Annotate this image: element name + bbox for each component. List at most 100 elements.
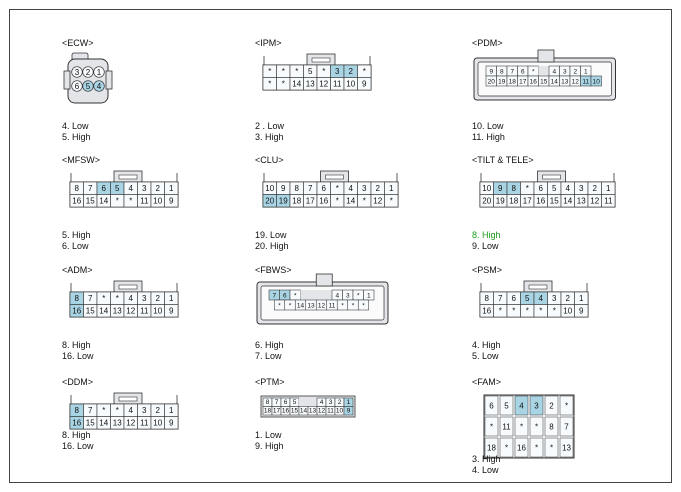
pin-label: 5 — [115, 184, 120, 193]
pin-gap — [321, 290, 332, 300]
pin-label: 3 — [579, 184, 584, 193]
pin-label: 8 — [266, 399, 270, 406]
latch — [537, 49, 555, 63]
pin-label: 10 — [346, 80, 355, 89]
pin-label: 2 — [593, 184, 598, 193]
pin-label: 4 — [129, 294, 134, 303]
pin-label: 3 — [75, 68, 80, 77]
pin-label: 1 — [97, 68, 102, 77]
pin-note: 16. Low — [62, 441, 94, 451]
pin-label: * — [362, 302, 365, 309]
pin-cell — [484, 437, 499, 458]
pin-label: 1 — [579, 294, 584, 303]
pin-label: * — [526, 307, 529, 316]
pin-label: 14 — [99, 419, 108, 428]
panel-title: <FBWS> — [255, 265, 292, 275]
pin-label: * — [550, 444, 553, 453]
pin-label: 10 — [265, 184, 274, 193]
pin-label: 14 — [563, 197, 572, 206]
pin-label: 9 — [489, 68, 493, 75]
pin-label: * — [505, 444, 508, 453]
pin-label: * — [553, 307, 556, 316]
pin-label: 5 — [504, 402, 509, 411]
pin-label: 14 — [297, 302, 305, 309]
pin-label: 3 — [563, 68, 567, 75]
pin-label: 15 — [86, 307, 95, 316]
pin-note: 8. High — [472, 230, 501, 240]
pin-note: 3. High — [472, 454, 501, 464]
pin-label: 1 — [169, 294, 174, 303]
pin-label: 10 — [482, 184, 491, 193]
pin-note: 5. High — [62, 132, 91, 142]
pin-label: 18 — [509, 78, 517, 85]
pin-label: 4 — [552, 68, 556, 75]
pin-label: 16 — [319, 197, 328, 206]
pin-label: 16 — [72, 419, 81, 428]
pin-label: 15 — [86, 419, 95, 428]
pin-label: 4 — [320, 399, 324, 406]
pin-label: 5 — [308, 67, 313, 76]
pin-label: 12 — [572, 78, 580, 85]
pin-label: * — [116, 197, 119, 206]
pin-label: * — [520, 423, 523, 432]
pin-label: * — [357, 292, 360, 299]
pin-label: 2 — [156, 184, 161, 193]
panel-title: <MFSW> — [62, 155, 101, 165]
pin-label: 13 — [307, 302, 315, 309]
pin-label: * — [289, 302, 292, 309]
pin-cell — [499, 416, 514, 437]
pin-label: * — [499, 307, 502, 316]
pin-label: * — [116, 406, 119, 415]
pin-note: 2 . Low — [255, 121, 285, 131]
pin-socket — [82, 66, 94, 78]
pin-gap — [300, 290, 311, 300]
pin-cell — [499, 437, 514, 458]
pin-label: 2 — [86, 68, 91, 77]
pin-label: 1 — [606, 184, 611, 193]
pin-cell — [164, 416, 179, 430]
pin-label: 7 — [564, 423, 569, 432]
panel-title: <PDM> — [472, 38, 503, 48]
panel-title: <CLU> — [255, 155, 284, 165]
panel-title: <FAM> — [472, 377, 502, 387]
pin-cell — [574, 304, 589, 318]
panel-title: <TILT & TELE> — [472, 155, 534, 165]
pin-note: 5. High — [62, 230, 91, 240]
side-tab — [63, 70, 71, 90]
pin-label: 10 — [593, 78, 601, 85]
pin-label: 12 — [126, 307, 135, 316]
pin-label: 9 — [362, 80, 367, 89]
pin-label: 12 — [590, 197, 599, 206]
pin-label: * — [282, 80, 285, 89]
pin-label: 19 — [498, 78, 506, 85]
pin-label: 7 — [272, 292, 276, 299]
pin-label: * — [490, 423, 493, 432]
pin-label: 2 — [376, 184, 381, 193]
pin-label: 6 — [75, 82, 80, 91]
pin-label: 2 — [349, 67, 354, 76]
pin-gap — [311, 290, 322, 300]
pin-label: 3 — [142, 406, 147, 415]
pin-label: 10 — [153, 197, 162, 206]
pin-cell — [590, 75, 602, 87]
pin-label: 11 — [329, 302, 336, 309]
pin-label: 14 — [551, 78, 559, 85]
pin-label: * — [526, 184, 529, 193]
pin-note: 16. Low — [62, 351, 94, 361]
pin-label: 3 — [142, 294, 147, 303]
pin-label: 5 — [552, 184, 557, 193]
pin-label: 10 — [153, 307, 162, 316]
pin-label: 1 — [584, 68, 588, 75]
pin-label: 9 — [579, 307, 584, 316]
pin-label: 13 — [577, 197, 586, 206]
pin-note: 5. Low — [472, 351, 499, 361]
pin-cell — [514, 395, 529, 416]
